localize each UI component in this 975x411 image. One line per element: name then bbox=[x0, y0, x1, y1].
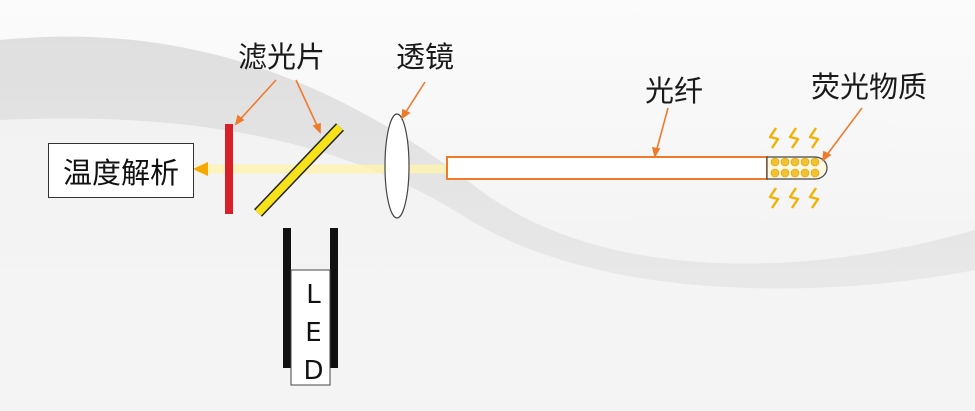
light-beam-arrowhead bbox=[193, 162, 208, 176]
yellow-filter bbox=[254, 123, 344, 217]
led-letter-e: E bbox=[305, 318, 322, 348]
lens-label: 透镜 bbox=[396, 40, 455, 74]
background-wave-highlight bbox=[0, 118, 975, 411]
fluorescent-probe bbox=[766, 156, 828, 180]
temperature-analysis-box: 温度解析 bbox=[48, 143, 194, 198]
pointer-lines bbox=[234, 79, 863, 162]
optical-fiber bbox=[446, 156, 768, 180]
red-filter bbox=[225, 124, 233, 214]
temperature-analysis-label: 温度解析 bbox=[62, 155, 179, 190]
lens bbox=[384, 113, 410, 219]
emission-lightning-icon bbox=[768, 127, 820, 209]
led-letter-d: D bbox=[303, 356, 324, 386]
fluorescent-particles bbox=[770, 157, 820, 178]
filter-label: 滤光片 bbox=[238, 40, 326, 74]
led-source bbox=[283, 228, 338, 386]
fiber-label: 光纤 bbox=[645, 74, 704, 108]
fluorescent-label: 荧光物质 bbox=[811, 70, 928, 104]
led-letter-l: L bbox=[306, 280, 321, 310]
